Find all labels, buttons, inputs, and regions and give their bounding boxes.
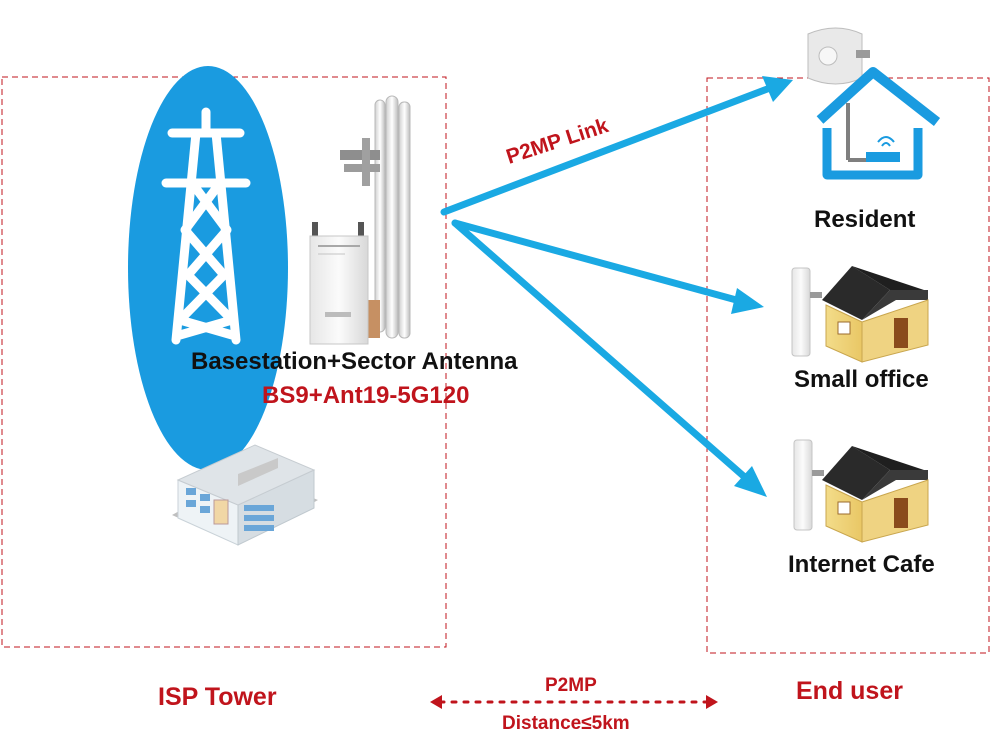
distance-arrow [430, 695, 718, 709]
isp-device-label: Basestation+Sector Antenna [191, 348, 518, 375]
distance-top-label: P2MP [545, 675, 597, 696]
site-label-resident: Resident [814, 206, 916, 233]
house-icon-small-office [822, 266, 929, 363]
link-arrow-resident [440, 84, 774, 216]
office-building-icon [172, 444, 318, 546]
sector-antenna-icon [340, 95, 411, 339]
isp-region-label: ISP Tower [158, 683, 277, 711]
basestation-icon [309, 222, 369, 345]
link-arrow-small-office [451, 219, 744, 305]
distance-bottom-label: Distance≤5km [502, 713, 630, 734]
site-label-internet-cafe: Internet Cafe [788, 551, 935, 578]
house-icon-internet-cafe [822, 446, 929, 543]
arrowhead-resident [762, 76, 793, 102]
link-label: P2MP Link [503, 114, 611, 169]
link-arrow-internet-cafe [451, 219, 752, 484]
end-user-region-label: End user [796, 677, 903, 705]
link-arrows [440, 76, 793, 497]
cpe-radio-icon-internet-cafe [793, 439, 824, 531]
transmission-tower-icon [128, 66, 288, 470]
cpe-dish-icon [807, 27, 870, 85]
arrowhead-small-office [731, 288, 764, 314]
arrowhead-internet-cafe [734, 466, 767, 497]
home-wifi-icon [816, 67, 941, 180]
site-label-small-office: Small office [794, 366, 929, 393]
cpe-radio-icon-small-office [791, 267, 822, 357]
isp-device-model: BS9+Ant19-5G120 [262, 382, 470, 409]
